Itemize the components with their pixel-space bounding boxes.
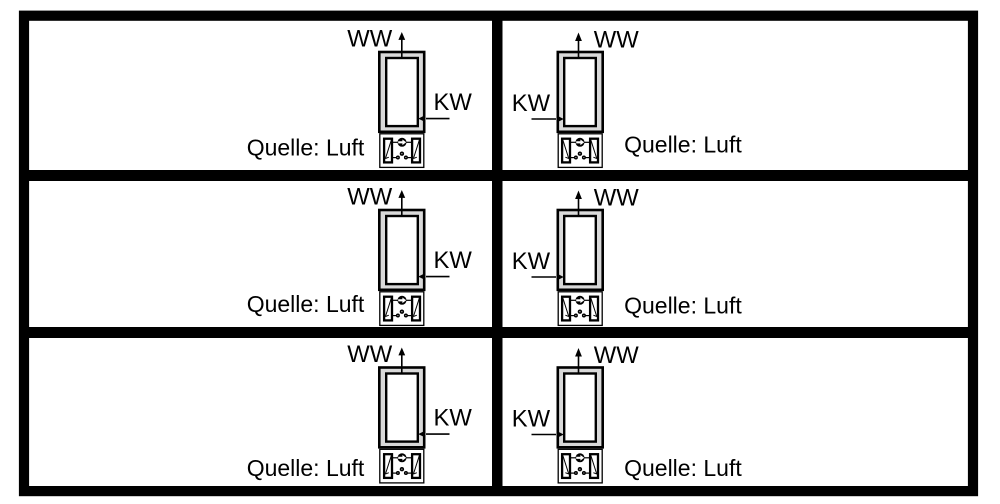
svg-text:Quelle: Luft: Quelle: Luft	[624, 131, 742, 157]
svg-text:Quelle: Luft: Quelle: Luft	[247, 291, 365, 317]
svg-text:Quelle: Luft: Quelle: Luft	[624, 455, 742, 481]
svg-text:Quelle: Luft: Quelle: Luft	[247, 134, 365, 160]
svg-text:Quelle: Luft: Quelle: Luft	[247, 455, 365, 481]
svg-text:Quelle: Luft: Quelle: Luft	[624, 293, 742, 319]
